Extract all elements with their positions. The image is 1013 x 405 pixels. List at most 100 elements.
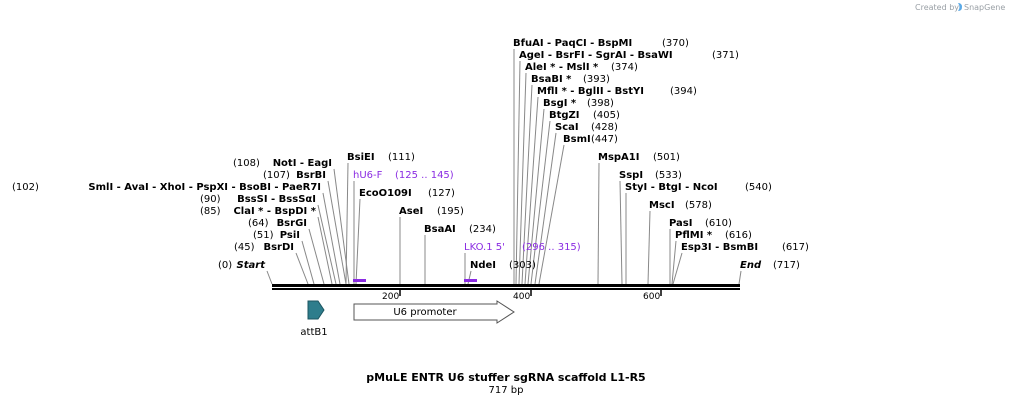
site-asei-coord: (195) bbox=[437, 206, 464, 217]
site-bsrdi-coord: (45) bbox=[234, 242, 255, 253]
site-mspa1i-coord: (501) bbox=[653, 152, 680, 163]
axis-tick-label-200: 200 bbox=[382, 292, 399, 302]
site-bsrgi-label: BsrGI bbox=[277, 218, 307, 229]
site-esp3i-leader bbox=[672, 252, 683, 285]
feature-label-attB1: attB1 bbox=[300, 327, 327, 338]
site-start-leader bbox=[266, 270, 273, 285]
site-end-coord: (717) bbox=[773, 260, 800, 271]
site-msci-label: MscI bbox=[649, 200, 675, 211]
site-msci-coord: (578) bbox=[685, 200, 712, 211]
sequence-backbone bbox=[272, 284, 740, 290]
site-pasi-label: PasI bbox=[669, 218, 692, 229]
site-smli-leader bbox=[322, 192, 341, 285]
site-btgzi-label: BtgZI bbox=[549, 110, 580, 121]
site-bsrdi-label: BsrDI bbox=[263, 242, 294, 253]
site-bsaai-coord: (234) bbox=[469, 224, 496, 235]
credit-prefix: Created by bbox=[915, 3, 959, 12]
site-agei-leader bbox=[515, 60, 521, 285]
site-ndei-leader bbox=[467, 270, 472, 285]
site-mspa1i-label: MspA1I bbox=[598, 152, 639, 163]
site-ndei-coord: (303) bbox=[509, 260, 536, 271]
site-bfuai-coord: (370) bbox=[662, 38, 689, 49]
credit-brand: SnapGene bbox=[964, 3, 1005, 12]
site-ecoo109i-leader bbox=[355, 198, 361, 285]
site-start-label: Start bbox=[237, 260, 267, 271]
site-bsaai-label: BsaAI bbox=[424, 224, 456, 235]
axis-tick-label-400: 400 bbox=[513, 292, 530, 302]
site-styi-coord: (540) bbox=[745, 182, 772, 193]
site-pflmi-leader bbox=[671, 240, 677, 285]
site-pasi-coord: (610) bbox=[705, 218, 732, 229]
site-sspi-coord: (533) bbox=[655, 170, 682, 181]
site-labels: BfuAI - PaqCI - BspMI (370)AgeI - BsrFI -… bbox=[12, 38, 809, 271]
site-bsmi-leader bbox=[538, 144, 565, 285]
site-asei-label: AseI bbox=[399, 206, 423, 217]
site-scai-label: ScaI bbox=[555, 122, 579, 133]
feature-label-u6-promoter: U6 promoter bbox=[393, 307, 457, 318]
site-lko1-coord: (296 .. 315) bbox=[522, 242, 581, 253]
site-noti-label: NotI - EagI bbox=[273, 158, 332, 169]
site-alei-leader bbox=[518, 72, 527, 285]
site-psii-coord: (51) bbox=[253, 230, 274, 241]
site-btgzi-coord: (405) bbox=[593, 110, 620, 121]
site-end-label: End bbox=[740, 260, 762, 271]
snapgene-logo-icon bbox=[958, 3, 962, 11]
primer-LKO-1-5 bbox=[464, 279, 477, 282]
site-agei-coord: (371) bbox=[712, 50, 739, 61]
site-pflmi-label: PflMI * bbox=[675, 230, 713, 241]
site-bsrgi-coord: (64) bbox=[248, 218, 269, 229]
site-mfli-leader bbox=[524, 96, 539, 285]
site-alei-coord: (374) bbox=[611, 62, 638, 73]
site-bsrbi-coord: (107) bbox=[263, 170, 290, 181]
site-bsgi-label: BsgI * bbox=[543, 98, 577, 109]
site-bsiei-leader bbox=[345, 162, 349, 285]
site-bsabi-coord: (393) bbox=[583, 74, 610, 85]
map-length: 717 bp bbox=[489, 385, 524, 396]
site-bsssi-label: BssSI - BssSαI bbox=[237, 194, 316, 205]
site-esp3i-coord: (617) bbox=[782, 242, 809, 253]
site-sspi-leader bbox=[619, 180, 623, 285]
site-start-coord: (0) bbox=[218, 260, 232, 271]
site-lko1-label: LKO.1 5' bbox=[464, 242, 505, 253]
site-scai-leader bbox=[534, 132, 557, 285]
site-clai-coord: (85) bbox=[200, 206, 221, 217]
site-ecoo109i-coord: (127) bbox=[428, 188, 455, 199]
site-pflmi-coord: (616) bbox=[725, 230, 752, 241]
site-mfli-coord: (394) bbox=[670, 86, 697, 97]
site-hu6f-label: hU6-F bbox=[353, 170, 383, 181]
site-mfli-label: MflI * - BglII - BstYI bbox=[537, 86, 644, 97]
site-bsrdi-leader bbox=[295, 252, 309, 285]
site-bsabi-label: BsaBI * bbox=[531, 74, 572, 85]
site-bsabi-leader bbox=[521, 84, 533, 285]
site-btgzi-leader bbox=[530, 120, 551, 285]
site-bsmi-label: BsmI bbox=[563, 134, 591, 145]
site-psii-leader bbox=[301, 240, 315, 285]
site-bsrgi-leader bbox=[308, 228, 325, 285]
site-bsgi-coord: (398) bbox=[587, 98, 614, 109]
site-psii-label: PsiI bbox=[280, 230, 300, 241]
site-end-leader bbox=[738, 270, 742, 285]
site-bsrbi-label: BsrBI bbox=[296, 170, 326, 181]
site-ndei-label: NdeI bbox=[470, 260, 496, 271]
primer-hU6-F bbox=[353, 279, 366, 282]
site-clai-leader bbox=[317, 216, 333, 285]
map-title: pMuLE ENTR U6 stuffer sgRNA scaffold L1-… bbox=[366, 371, 645, 384]
axis-tick-label-600: 600 bbox=[643, 292, 660, 302]
axis-ticks: 200 400 600 bbox=[382, 290, 662, 302]
site-sspi-label: SspI bbox=[619, 170, 643, 181]
site-bsiei-label: BsiEI bbox=[347, 152, 375, 163]
site-mspa1i-leader bbox=[597, 162, 600, 285]
site-smli-coord: (102) bbox=[12, 182, 39, 193]
site-hu6f-coord: (125 .. 145) bbox=[395, 170, 454, 181]
site-agei-label: AgeI - BsrFI - SgrAI - BsaWI bbox=[519, 50, 673, 61]
site-msci-leader bbox=[647, 210, 651, 285]
site-styi-label: StyI - BtgI - NcoI bbox=[625, 182, 718, 193]
site-smli-label: SmlI - AvaI - XhoI - PspXI - BsoBI - Pae… bbox=[88, 182, 321, 193]
site-clai-label: ClaI * - BspDI * bbox=[233, 206, 316, 217]
site-leaders bbox=[266, 49, 742, 285]
site-noti-coord: (108) bbox=[233, 158, 260, 169]
site-bfuai-label: BfuAI - PaqCI - BspMI bbox=[513, 38, 632, 49]
site-scai-coord: (428) bbox=[591, 122, 618, 133]
feature-u6-promoter: U6 promoter bbox=[353, 300, 515, 324]
